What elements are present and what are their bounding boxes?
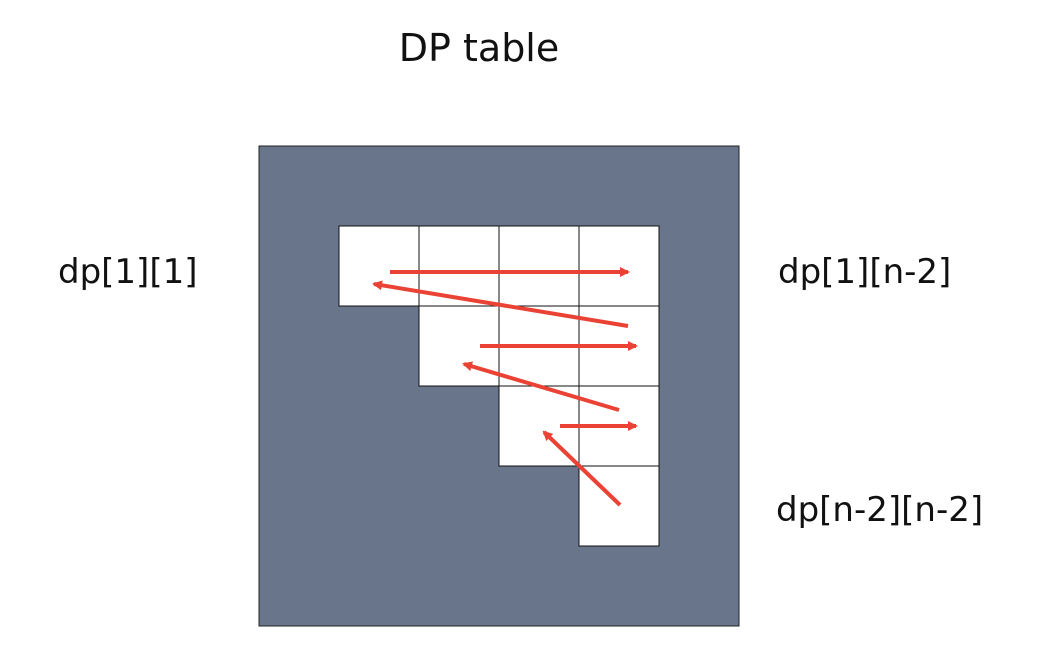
dp-cell-1-4 [578,225,660,307]
dp-cell-1-3 [498,225,580,307]
arrow-row2-to-row1 [372,280,629,328]
dp-cell-1-1 [338,225,420,307]
label-dp-n-2-n-2: dp[n-2][n-2] [776,490,984,530]
dp-cells [338,225,660,547]
arrow-row3-to-row2 [462,361,620,412]
arrow-row4-to-row3 [542,430,622,507]
diagram-title: DP table [398,26,560,70]
label-dp-1-n-2: dp[1][n-2] [778,252,952,292]
traversal-arrows [372,267,638,507]
label-dp-1-1: dp[1][1] [58,252,198,292]
